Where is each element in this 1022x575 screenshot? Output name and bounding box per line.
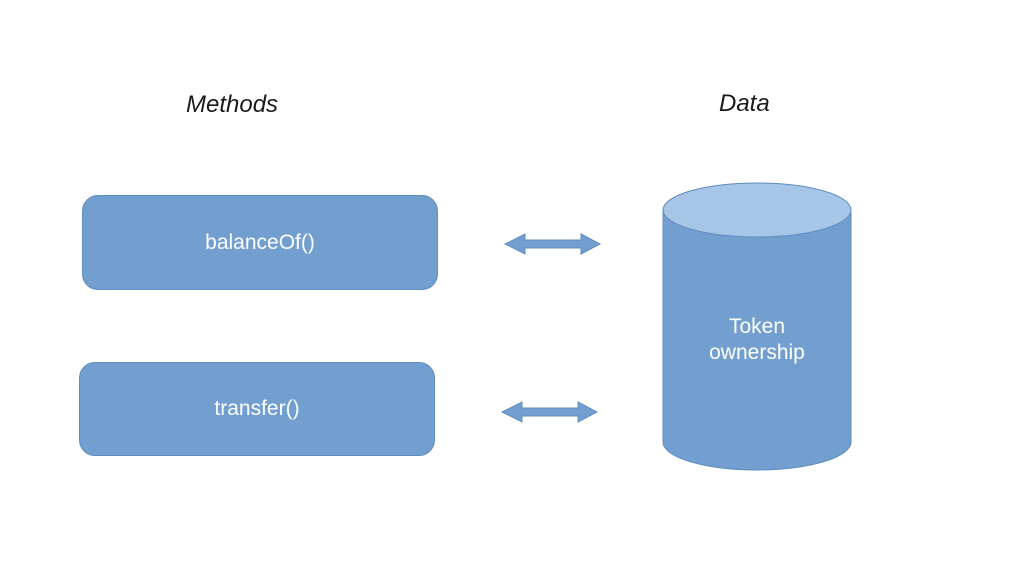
method-label-balanceof: balanceOf() bbox=[205, 230, 315, 254]
method-label-transfer: transfer() bbox=[214, 397, 300, 420]
cylinder-top bbox=[662, 182, 852, 238]
data-heading: Data bbox=[719, 90, 770, 117]
data-store-cylinder bbox=[662, 182, 852, 471]
double-arrow-transfer bbox=[500, 401, 599, 423]
data-store-label: Token ownership bbox=[660, 314, 854, 366]
cylinder-body bbox=[662, 209, 852, 471]
data-store-label-line2: ownership bbox=[709, 341, 805, 364]
methods-heading: Methods bbox=[186, 91, 279, 118]
method-box-transfer: transfer() bbox=[79, 362, 435, 456]
data-store-label-line1: Token bbox=[728, 315, 786, 338]
method-box-balanceof: balanceOf() bbox=[82, 195, 438, 290]
double-arrow-balanceof bbox=[503, 233, 602, 255]
